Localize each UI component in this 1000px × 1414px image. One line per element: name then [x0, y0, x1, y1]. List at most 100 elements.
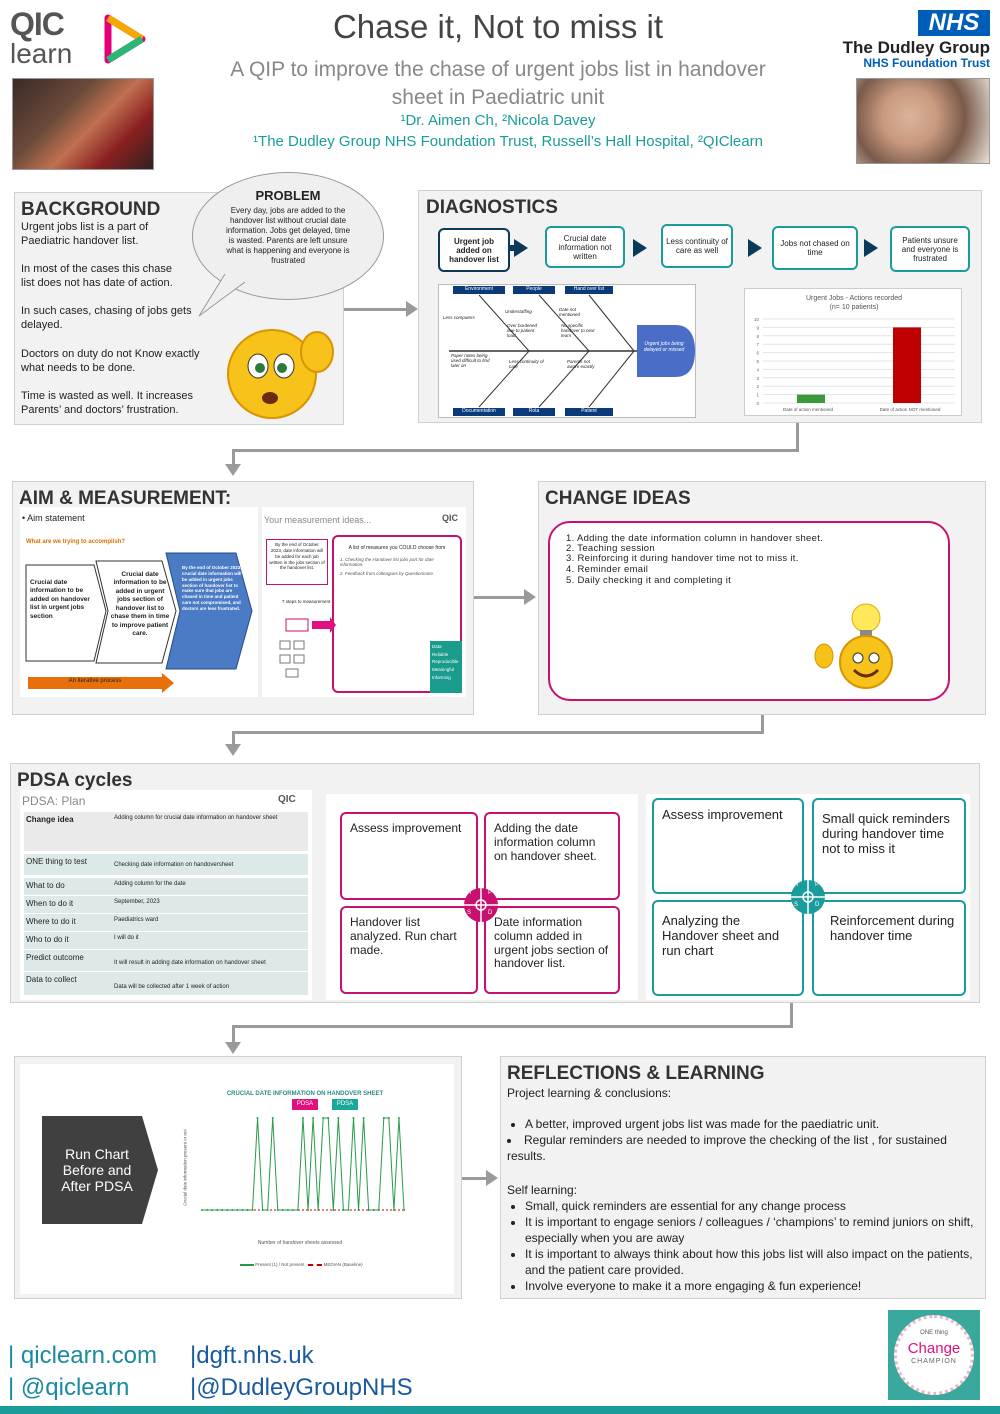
badge-circle	[894, 1315, 974, 1395]
diag-chart-title: Urgent Jobs - Actions recorded	[805, 295, 903, 302]
fish-cause: Less computers	[443, 315, 475, 320]
y-tick-label: 3	[756, 376, 759, 381]
aim-chevron-1: Crucial date information to be added on …	[30, 579, 90, 620]
y-tick-label: 5	[756, 359, 759, 364]
pdsa-wheel-icon	[789, 878, 827, 916]
champion-badge: ONE thing Change CHAMPION	[888, 1310, 980, 1400]
arrow-head	[162, 673, 174, 693]
pdsa-cycle-2: Assess improvement Small quick reminders…	[646, 794, 970, 1000]
measure-item-1: 1. Checking the Handover list jobs part …	[340, 557, 434, 567]
connector	[796, 423, 799, 451]
problem-title: PROBLEM	[255, 188, 321, 203]
background-p5: Time is wasted as well. It increases Par…	[21, 390, 193, 416]
flow-step-3: Less continuity of care as well	[661, 224, 733, 268]
wheel-letter: D	[815, 902, 820, 908]
y-tick-label: 4	[756, 367, 759, 372]
measure-list-box: A list of measures you COULD choose from…	[332, 535, 462, 693]
run-series-line	[202, 1117, 405, 1211]
play-icon	[104, 14, 146, 64]
wheel-letter: D	[488, 910, 493, 916]
bar-1	[797, 394, 825, 403]
fish-cat-patient: Patient	[565, 408, 613, 416]
runchart-plot	[201, 1117, 405, 1211]
arrow-head	[406, 301, 418, 317]
background-p1: Urgent jobs list is a part of Paediatric…	[21, 221, 149, 247]
link-qiclearn-twitter[interactable]: | @qiclearn	[8, 1374, 130, 1401]
flow-step-5: Patients unsure and everyone is frustrat…	[890, 226, 970, 272]
fish-cause: Parents not aware exactly	[567, 359, 595, 369]
plan-row-value: Checking date information on handovershe…	[114, 862, 234, 868]
pdsa-wheel-icon	[462, 886, 500, 924]
connector	[474, 596, 524, 599]
fish-cause: Paper notes being used difficult to find…	[451, 353, 490, 368]
wheel-letter: P	[488, 890, 493, 896]
link-dgft-site[interactable]: |dgft.nhs.uk	[190, 1342, 314, 1369]
runchart-legend: Present (1) / Not present MEDIAN (Baseli…	[240, 1262, 363, 1267]
change-item-2: 2. Teaching session	[566, 543, 655, 554]
change-box: 1. Adding the date information column in…	[548, 521, 950, 701]
plan-row-value: Adding column for crucial date informati…	[114, 815, 278, 821]
connector	[232, 1025, 793, 1028]
badge-change: Change	[907, 1340, 961, 1357]
plan-row-label: Change idea	[26, 815, 74, 824]
pdsa-cycle-1: Assess improvement Adding the date infor…	[326, 794, 638, 1000]
qic-logo-text: QIC	[10, 6, 65, 42]
run-point	[377, 1209, 380, 1211]
plan-row-value: Adding column for the date	[114, 881, 186, 887]
fish-cause: Over burdened due to patient load	[507, 323, 538, 338]
plan-row-value: September, 2023	[114, 899, 160, 905]
diag-xlabel-1: Date of action mentioned	[782, 407, 834, 412]
background-title: BACKGROUND	[21, 199, 161, 220]
flow-step-2: Crucial date information not written	[545, 226, 625, 268]
link-dudley-twitter[interactable]: |@DudleyGroupNHS	[190, 1374, 413, 1401]
plan-row-label: ONE thing to test	[26, 857, 87, 866]
connector	[232, 731, 235, 745]
aim-chevron-3: By the end of October 2023, crucial date…	[182, 565, 242, 611]
measure-left-text: By the end of October 2023, date informa…	[269, 542, 325, 571]
problem-text: Every day, jobs are added to the handove…	[225, 206, 351, 265]
measure-slide: Your measurement ideas... QIC By the end…	[262, 507, 466, 697]
run-point	[241, 1209, 244, 1211]
measure-list-title: A list of measures you COULD choose from	[348, 545, 446, 551]
background-p2: In most of the cases this chase list doe…	[21, 263, 173, 289]
run-point	[296, 1209, 299, 1211]
plan-row-value: It will result in adding date informatio…	[114, 960, 266, 966]
run-point	[281, 1209, 284, 1211]
measure-left-box: By the end of October 2023, date informa…	[266, 539, 328, 585]
y-tick-label: 6	[756, 351, 759, 356]
cycle2-br: Reinforcement during handover time	[812, 900, 966, 996]
cycle2-bl: Analyzing the Handover sheet and run cha…	[652, 900, 804, 996]
run-point	[357, 1209, 360, 1211]
link-qiclearn-site[interactable]: | qiclearn.com	[8, 1342, 157, 1369]
run-point	[332, 1209, 335, 1211]
run-point	[251, 1209, 254, 1211]
y-tick-label: 2	[756, 384, 759, 389]
plan-row-value: Data will be collected after 1 week of a…	[114, 984, 230, 990]
run-point	[276, 1209, 279, 1211]
pdsa-tag-2: PDSA	[332, 1099, 358, 1110]
fish-cat-handover: Hand over list	[565, 286, 613, 294]
reflections-list-2: Small, quick reminders are essential for…	[525, 1199, 975, 1295]
run-point	[342, 1209, 345, 1211]
reflections-intro: Project learning & conclusions:	[507, 1086, 672, 1100]
run-point	[211, 1209, 214, 1211]
measure-tags: Data Reliable Reproducible Meaningful In…	[430, 641, 462, 693]
run-point	[367, 1209, 370, 1211]
reflections-panel: REFLECTIONS & LEARNING Project learning …	[500, 1056, 986, 1299]
connector	[344, 308, 406, 311]
runchart-ylabel: Crucial date information present or not	[182, 1129, 188, 1206]
aim-title: AIM & MEASUREMENT:	[19, 488, 232, 509]
change-item-3: 3. Reinforcing it during handover time n…	[566, 553, 799, 564]
iterative-arrow	[28, 677, 162, 689]
iterative-label: An iterative process	[68, 678, 122, 684]
runchart-label: Run Chart Before and After PDSA	[61, 1146, 133, 1195]
badge-one: ONE thing	[920, 1330, 948, 1336]
change-title: CHANGE IDEAS	[545, 488, 691, 509]
steps-title: 7 steps to measurement	[282, 599, 331, 604]
run-point	[302, 1117, 304, 1119]
